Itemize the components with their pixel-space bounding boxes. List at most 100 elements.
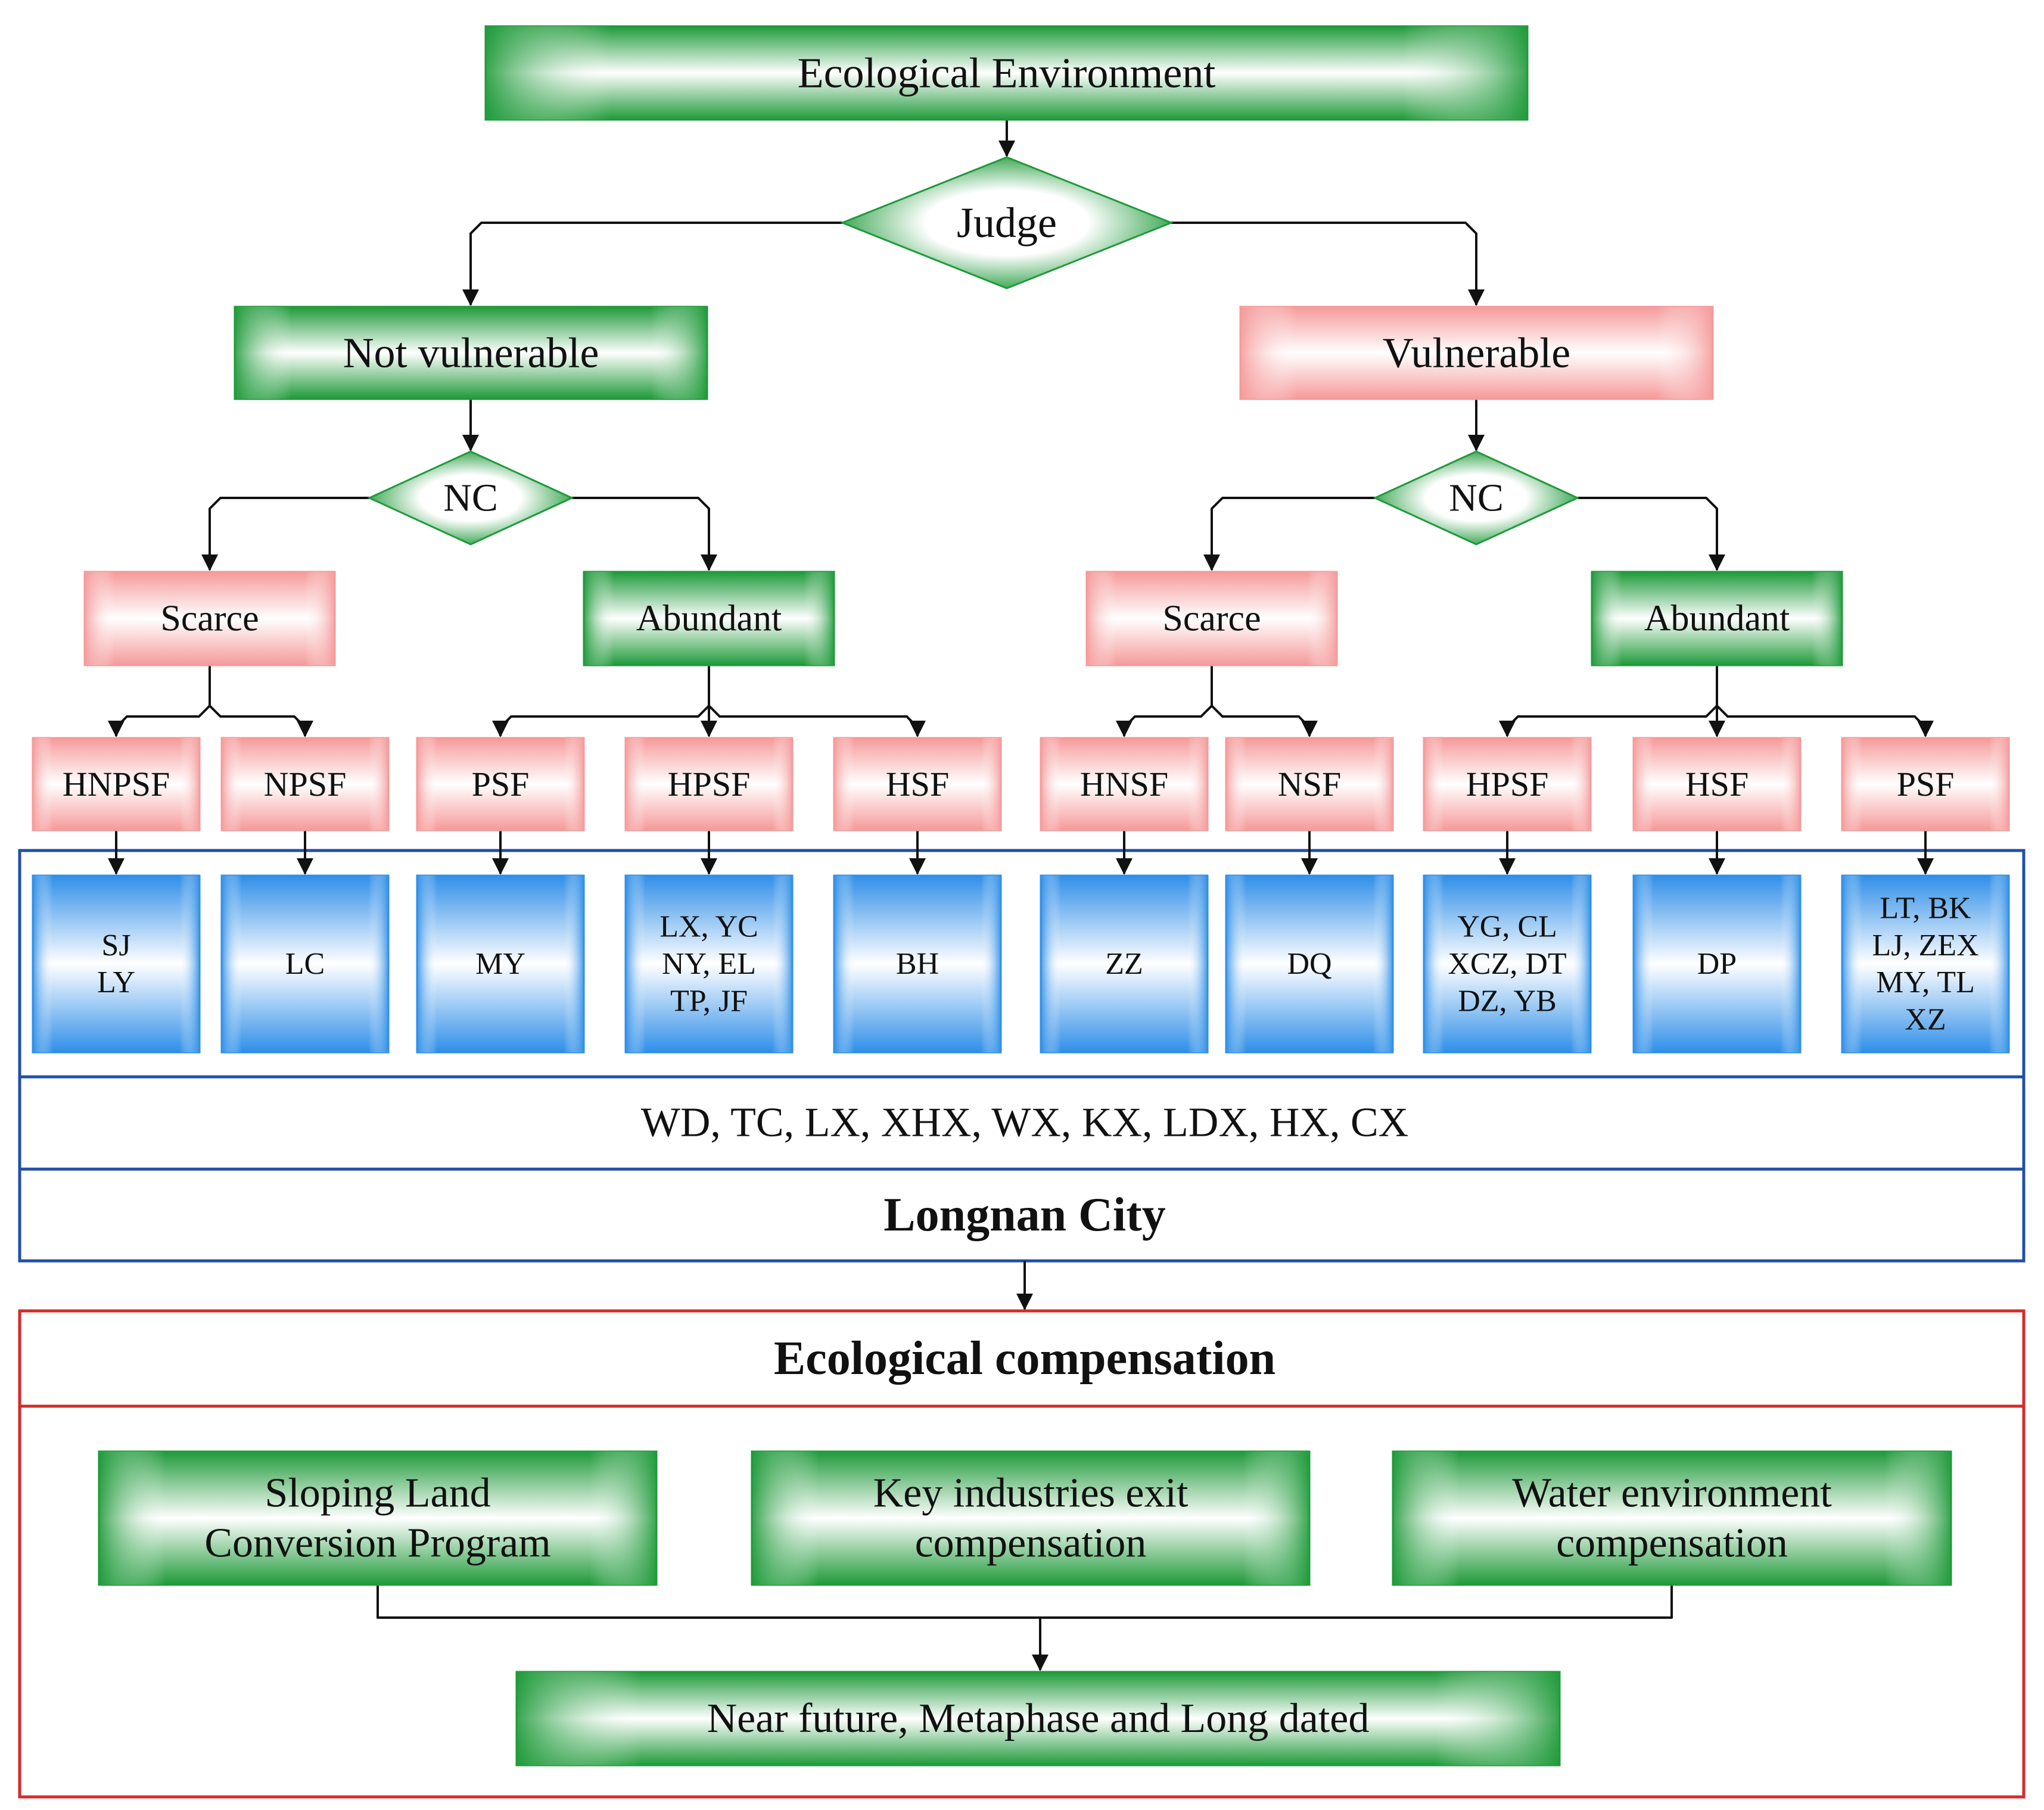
right-category-5: [1841, 737, 2010, 831]
program-box-2-label-line-1: Key industries exit: [873, 1471, 1189, 1516]
judge-diamond: [839, 156, 1174, 289]
timeline-box: [515, 1671, 1561, 1767]
program-box-1-label-line-1: Sloping Land: [265, 1471, 490, 1516]
left-region-box-5-label: BH: [896, 947, 939, 981]
left-scarce-branch-1: [108, 705, 211, 737]
right-category-4-label: HSF: [1685, 765, 1749, 803]
right-category-2: [1225, 737, 1394, 831]
left-category-1-label: HNPSF: [63, 765, 170, 803]
right-region-box-5-label-line-4: XZ: [1905, 1003, 1946, 1037]
left-category-4-label: HPSF: [668, 765, 751, 803]
right-category-3-label: HPSF: [1466, 765, 1549, 803]
left-category-3-label: PSF: [472, 765, 530, 803]
left-scarce-branch-2: [209, 705, 313, 737]
program-box-3-label-line-2: compensation: [1556, 1521, 1788, 1566]
program-box-3: [1392, 1450, 1952, 1586]
left-branch-box: [234, 306, 708, 400]
right-region-box-3-label-line-3: DZ, YB: [1458, 984, 1557, 1018]
left-region-box-2: [220, 874, 390, 1054]
timeline-box-label: Near future, Metaphase and Long dated: [707, 1696, 1370, 1742]
right-region-box-5-label-line-3: MY, TL: [1876, 965, 1975, 999]
left-region-box-5: [833, 874, 1002, 1054]
program-box-2: [751, 1450, 1311, 1586]
program-box-2-label-line-2: compensation: [915, 1521, 1147, 1566]
left-region-box-1-label-line-2: LY: [97, 965, 135, 999]
arrow-judge-right: [1171, 222, 1485, 306]
left-nc-diamond-label: NC: [443, 476, 498, 520]
left-scarce-box: [83, 571, 336, 666]
right-region-box-4-label: DP: [1697, 947, 1737, 981]
program-box-1-label-line-2: Conversion Program: [204, 1521, 550, 1566]
right-category-4: [1632, 737, 1802, 831]
left-category-1: [32, 737, 201, 831]
left-nc-diamond: [367, 450, 574, 546]
right-arrow-nc-abundant: [1578, 497, 1725, 571]
right-category-3: [1423, 737, 1592, 831]
right-region-box-2-label: DQ: [1287, 947, 1331, 981]
left-abundant-branch-3: [492, 705, 710, 737]
compensation-title: Ecological compensation: [774, 1332, 1275, 1385]
right-branch-box-label: Vulnerable: [1383, 329, 1571, 377]
left-arrow-nc-scarce: [201, 497, 369, 571]
arrow-judge-left: [462, 222, 842, 306]
program-box-1: [98, 1450, 658, 1586]
left-region-box-1-label-line-1: SJ: [101, 929, 130, 962]
left-category-5: [833, 737, 1002, 831]
right-category-2-label: NSF: [1278, 765, 1341, 803]
left-category-4: [624, 737, 794, 831]
right-branch-box: [1239, 306, 1714, 400]
right-abundant-branch-5: [1716, 705, 1934, 737]
left-category-5-label: HSF: [886, 765, 949, 803]
left-arrow-nc-abundant: [572, 497, 717, 571]
left-category-2: [220, 737, 390, 831]
left-branch-box-label: Not vulnerable: [343, 329, 599, 377]
left-region-box-4-label-line-3: TP, JF: [670, 984, 748, 1018]
left-scarce-box-label: Scarce: [160, 599, 259, 639]
left-region-box-4-label-line-1: LX, YC: [659, 910, 758, 944]
right-region-box-5: [1841, 874, 2010, 1054]
right-scarce-box-label: Scarce: [1162, 599, 1261, 639]
right-abundant-box-label: Abundant: [1644, 599, 1790, 639]
right-scarce-branch-2: [1211, 705, 1318, 737]
compensation-body-frame: [18, 1404, 2026, 1799]
program-join-line: [377, 1585, 1673, 1619]
right-region-box-1: [1040, 874, 1209, 1054]
program-box-3-label-line-1: Water environment: [1512, 1471, 1832, 1516]
right-scarce-branch-1: [1116, 705, 1213, 737]
ecological-environment-box: [484, 25, 1529, 121]
right-region-box-5-label-line-2: LJ, ZEX: [1872, 929, 1978, 962]
left-abundant-box: [583, 571, 835, 666]
right-region-box-5-label-line-1: LT, BK: [1880, 891, 1971, 925]
right-region-box-3-label-line-1: YG, CL: [1457, 910, 1557, 944]
ecological-environment-box-label: Ecological Environment: [798, 49, 1216, 97]
right-category-1-label: HNSF: [1080, 765, 1168, 803]
right-category-5-label: PSF: [1897, 765, 1955, 803]
left-abundant-box-label: Abundant: [636, 599, 782, 639]
city-title: Longnan City: [883, 1189, 1165, 1241]
right-scarce-box: [1085, 571, 1338, 666]
left-abundant-branch-5: [708, 705, 926, 737]
right-category-1: [1040, 737, 1209, 831]
right-region-box-3: [1423, 874, 1592, 1054]
right-arrow-nc-scarce: [1203, 497, 1375, 571]
left-region-box-4-label-line-2: NY, EL: [662, 947, 756, 981]
right-region-box-4: [1632, 874, 1802, 1054]
right-region-box-3-label-line-2: XCZ, DT: [1448, 947, 1566, 981]
right-nc-diamond-label: NC: [1449, 476, 1504, 520]
left-category-3: [416, 737, 585, 831]
right-abundant-branch-3: [1499, 705, 1718, 737]
right-abundant-box: [1591, 571, 1843, 666]
right-region-box-1-label: ZZ: [1105, 947, 1143, 981]
right-region-box-2: [1225, 874, 1394, 1054]
counties-list: WD, TC, LX, XHX, WX, KX, LDX, HX, CX: [641, 1100, 1408, 1146]
left-region-box-2-label: LC: [285, 947, 325, 981]
left-region-box-4: [624, 874, 794, 1054]
right-nc-diamond: [1373, 450, 1580, 546]
left-region-box-3-label: MY: [475, 947, 525, 981]
left-region-box-3: [416, 874, 585, 1054]
left-category-2-label: NPSF: [264, 765, 347, 803]
left-region-box-1: [32, 874, 201, 1054]
city-frame: [18, 1167, 2026, 1263]
